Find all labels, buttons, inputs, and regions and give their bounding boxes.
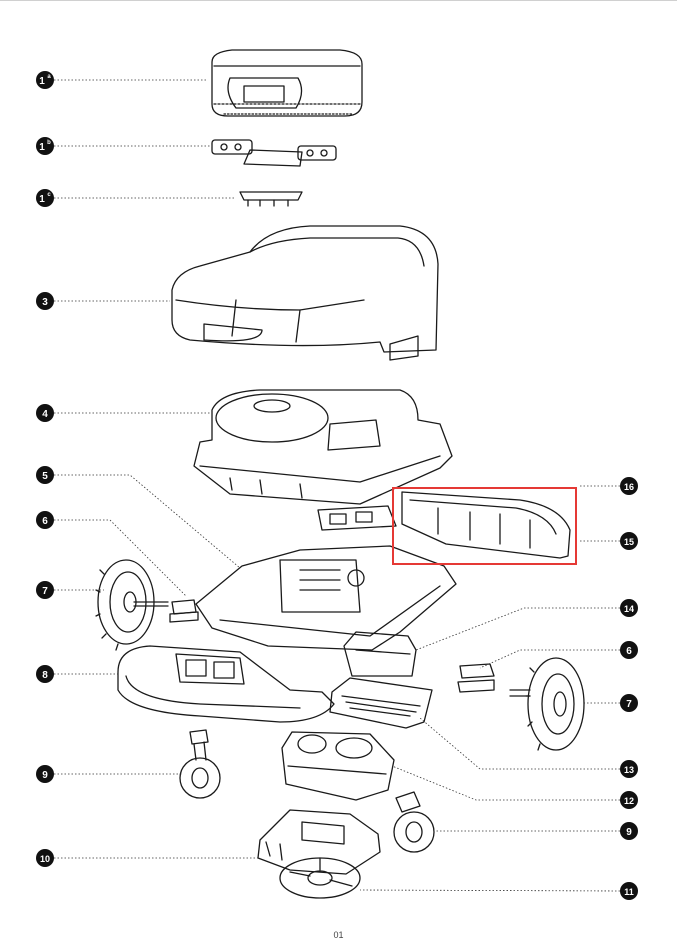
part-4-top-chassis xyxy=(193,389,453,505)
callout-7-left: 7 xyxy=(36,581,54,599)
part-1b-bracket xyxy=(211,139,337,167)
callout-6-right-label: 6 xyxy=(626,646,632,657)
callout-11: 11 xyxy=(620,882,638,900)
part-12-motor-housing xyxy=(281,731,395,801)
callout-9-right-label: 9 xyxy=(626,827,632,838)
part-8-front-bumper xyxy=(117,645,335,723)
callout-3: 3 xyxy=(36,292,54,310)
part-10-blade-guard xyxy=(257,809,381,875)
callout-5: 5 xyxy=(36,466,54,484)
part-1a-top-cover xyxy=(211,49,363,117)
callout-6-right: 6 xyxy=(620,641,638,659)
callout-4-label: 4 xyxy=(42,409,48,420)
callout-15: 15 xyxy=(620,532,638,550)
callout-12: 12 xyxy=(620,791,638,809)
part-7-left-wheel xyxy=(95,559,169,651)
callout-10-label: 10 xyxy=(40,854,50,864)
callout-7-right-label: 7 xyxy=(626,699,632,710)
callout-1b-sup: b xyxy=(47,140,51,146)
callout-11-label: 11 xyxy=(624,887,634,897)
part-6-left-bracket xyxy=(169,599,199,623)
callout-9-left-label: 9 xyxy=(42,770,48,781)
callout-12-label: 12 xyxy=(624,796,634,806)
callout-1b-label: 1 xyxy=(39,142,45,153)
callout-14-label: 14 xyxy=(624,604,634,614)
part-15-side-rail xyxy=(401,491,571,559)
part-9-left-caster xyxy=(179,729,221,799)
callout-9-right: 9 xyxy=(620,822,638,840)
callout-14: 14 xyxy=(620,599,638,617)
part-16-circuit-board xyxy=(317,505,397,531)
callout-1c-sup: c xyxy=(47,192,51,198)
callout-1a: 1 a xyxy=(36,71,54,89)
part-3-upper-shell xyxy=(171,225,439,361)
callout-15-label: 15 xyxy=(624,537,634,547)
part-11-blade-disc xyxy=(279,857,361,899)
callout-1c-label: 1 xyxy=(39,194,45,205)
callout-13-label: 13 xyxy=(624,765,634,775)
callout-1a-label: 1 xyxy=(39,76,45,87)
callout-4: 4 xyxy=(36,404,54,422)
part-6-right-bracket xyxy=(457,663,495,693)
part-7-right-wheel xyxy=(509,657,585,751)
callout-1b: 1 b xyxy=(36,137,54,155)
part-14-battery-box xyxy=(343,631,417,677)
callout-7-left-label: 7 xyxy=(42,586,48,597)
top-rule xyxy=(0,0,677,1)
callout-1c: 1 c xyxy=(36,189,54,207)
callout-16-label: 16 xyxy=(624,482,634,492)
part-1c-clip xyxy=(239,191,303,207)
part-13-control-plate xyxy=(329,677,433,729)
page-number: 01 xyxy=(333,930,344,940)
callout-10: 10 xyxy=(36,849,54,867)
callout-7-right: 7 xyxy=(620,694,638,712)
part-5-lower-chassis xyxy=(195,545,457,651)
leader-lines xyxy=(54,79,621,892)
callout-5-label: 5 xyxy=(42,471,48,482)
callout-8-label: 8 xyxy=(42,670,48,681)
highlight-box xyxy=(392,487,577,565)
callout-8: 8 xyxy=(36,665,54,683)
callout-16: 16 xyxy=(620,477,638,495)
part-9-right-caster xyxy=(393,791,435,853)
callout-13: 13 xyxy=(620,760,638,778)
callout-9-left: 9 xyxy=(36,765,54,783)
callout-6-left-label: 6 xyxy=(42,516,48,527)
callout-6-left: 6 xyxy=(36,511,54,529)
callout-3-label: 3 xyxy=(42,297,48,308)
callout-1a-sup: a xyxy=(47,74,51,80)
